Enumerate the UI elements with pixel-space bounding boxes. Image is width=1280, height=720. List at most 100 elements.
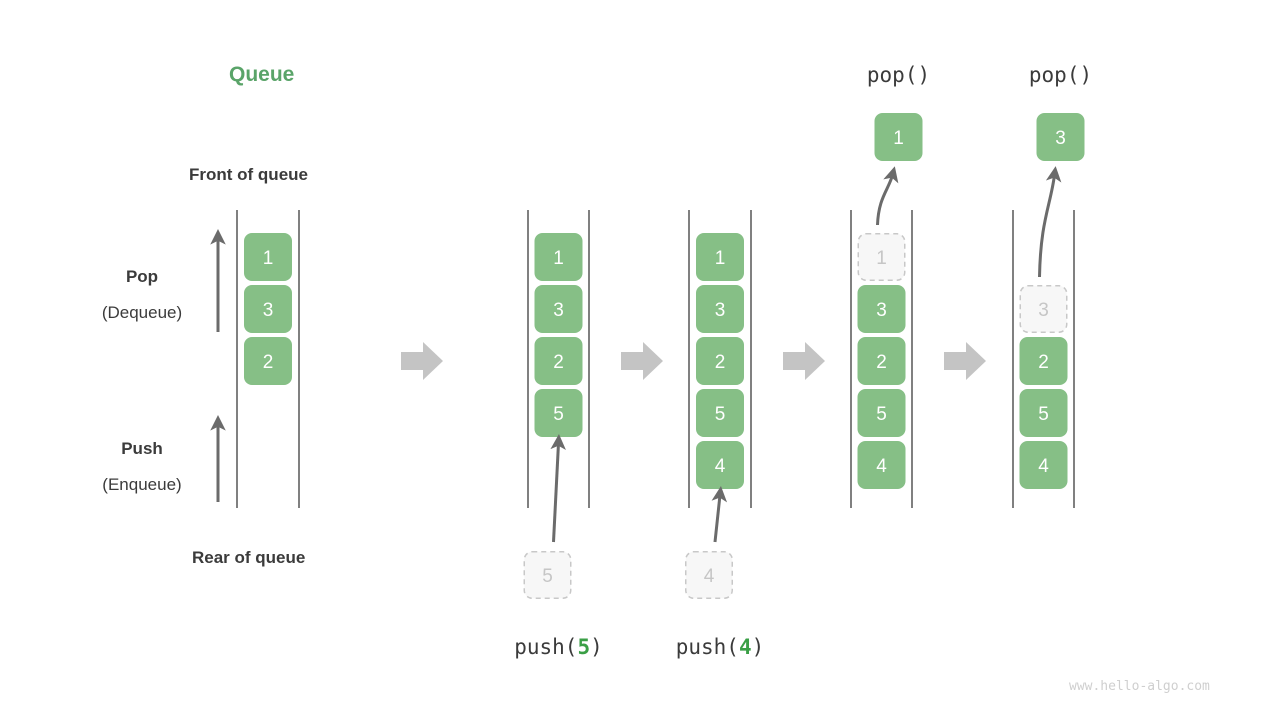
pending-push-cell[interactable]: 4	[685, 551, 733, 599]
popped-cell[interactable]: 1	[874, 113, 923, 161]
cell-box	[1019, 441, 1068, 489]
push-operation-label: push(4)	[676, 635, 765, 659]
queue-cell-filled[interactable]: 2	[244, 337, 292, 385]
cell-value: 1	[263, 248, 274, 269]
queue-cell-filled[interactable]: 1	[244, 233, 292, 281]
panel-initial: 1 3 2	[236, 210, 300, 508]
cell-box	[1019, 389, 1068, 437]
push-label-prefix: push(	[676, 635, 739, 659]
panel-pop-3: 3 2 5 4 3 pop()	[1012, 63, 1092, 508]
push-label-value: 5	[577, 635, 590, 659]
page-title: Queue	[229, 63, 294, 86]
popped-cell-value: 1	[893, 128, 904, 149]
push-label-prefix: push(	[514, 635, 577, 659]
cell-box	[696, 233, 744, 281]
cell-value: 2	[263, 352, 274, 373]
cell-box	[534, 337, 583, 385]
queue-cell-filled[interactable]: 2	[534, 337, 583, 385]
front-of-queue-label: Front of queue	[189, 165, 308, 184]
queue-cell-filled[interactable]: 3	[696, 285, 744, 333]
cell-box	[244, 233, 292, 281]
queue-cell-filled[interactable]: 5	[857, 389, 906, 437]
cell-box	[696, 441, 744, 489]
cell-box	[244, 285, 292, 333]
cell-box	[1019, 337, 1068, 385]
panel-pop-1: 1 3 2 5 4 1 pop()	[850, 63, 930, 508]
push-label-suffix: )	[590, 635, 603, 659]
queue-cell-filled[interactable]: 2	[1019, 337, 1068, 385]
dequeue-label: (Dequeue)	[102, 303, 182, 322]
popped-cell-box	[1036, 113, 1085, 161]
queue-cell-filled[interactable]: 5	[534, 389, 583, 437]
cell-value: 4	[1038, 456, 1049, 477]
queue-cell-filled[interactable]: 3	[244, 285, 292, 333]
cell-value: 3	[553, 300, 564, 321]
flow-arrow-layer	[401, 342, 986, 380]
cell-box	[857, 285, 906, 333]
queue-cell-filled[interactable]: 4	[696, 441, 744, 489]
pop-operation-label: pop()	[1029, 63, 1092, 87]
pending-cell-value: 4	[704, 566, 715, 587]
cell-value-ghost: 1	[876, 248, 887, 269]
cell-value: 2	[715, 352, 726, 373]
panel-layer: 13213255push(5)132544push(4)132541pop()3…	[236, 63, 1092, 659]
queue-cell-filled[interactable]: 2	[696, 337, 744, 385]
queue-cell-filled[interactable]: 3	[534, 285, 583, 333]
pending-push-cell[interactable]: 5	[523, 551, 572, 599]
pending-cell-box	[685, 551, 733, 599]
push-label-suffix: )	[752, 635, 765, 659]
cell-box	[857, 441, 906, 489]
flow-3	[783, 342, 825, 380]
cell-box	[534, 233, 583, 281]
queue-cell-filled[interactable]: 1	[534, 233, 583, 281]
cell-value: 5	[876, 404, 887, 425]
cell-box	[244, 337, 292, 385]
cell-box	[696, 285, 744, 333]
popped-cell[interactable]: 3	[1036, 113, 1085, 161]
pending-cell-value: 5	[542, 566, 553, 587]
cell-box-ghost	[1019, 285, 1068, 333]
enqueue-label: (Enqueue)	[102, 475, 181, 494]
queue-cell-ghost[interactable]: 1	[857, 233, 906, 281]
pop-motion-arrow	[1038, 166, 1062, 278]
push-operation-label: push(5)	[514, 635, 603, 659]
cell-value: 3	[263, 300, 274, 321]
cell-value: 5	[1038, 404, 1049, 425]
cell-box	[696, 337, 744, 385]
flow-4	[944, 342, 986, 380]
cell-value: 3	[876, 300, 887, 321]
queue-cell-ghost[interactable]: 3	[1019, 285, 1068, 333]
pending-cell-box	[523, 551, 572, 599]
cell-value: 3	[715, 300, 726, 321]
queue-cell-filled[interactable]: 4	[857, 441, 906, 489]
cell-value: 2	[876, 352, 887, 373]
queue-cell-filled[interactable]: 1	[696, 233, 744, 281]
cell-value: 1	[553, 248, 564, 269]
pop-label: Pop	[126, 267, 158, 286]
cell-box-ghost	[857, 233, 906, 281]
watermark: www.hello-algo.com	[1069, 679, 1210, 694]
cell-box	[696, 389, 744, 437]
cell-box	[534, 389, 583, 437]
queue-cell-filled[interactable]: 4	[1019, 441, 1068, 489]
cell-value-ghost: 3	[1038, 300, 1049, 321]
queue-cell-filled[interactable]: 3	[857, 285, 906, 333]
cell-value: 5	[553, 404, 564, 425]
cell-value: 2	[1038, 352, 1049, 373]
push-label-value: 4	[739, 635, 752, 659]
cell-value: 1	[715, 248, 726, 269]
rear-of-queue-label: Rear of queue	[192, 548, 305, 567]
cell-value: 5	[715, 404, 726, 425]
cell-value: 2	[553, 352, 564, 373]
cell-box	[857, 337, 906, 385]
queue-cell-filled[interactable]: 2	[857, 337, 906, 385]
queue-cell-filled[interactable]: 5	[696, 389, 744, 437]
flow-2	[621, 342, 663, 380]
push-motion-arrow	[550, 434, 566, 543]
popped-cell-value: 3	[1055, 128, 1066, 149]
pop-operation-label: pop()	[867, 63, 930, 87]
queue-cell-filled[interactable]: 5	[1019, 389, 1068, 437]
cell-value: 4	[876, 456, 887, 477]
